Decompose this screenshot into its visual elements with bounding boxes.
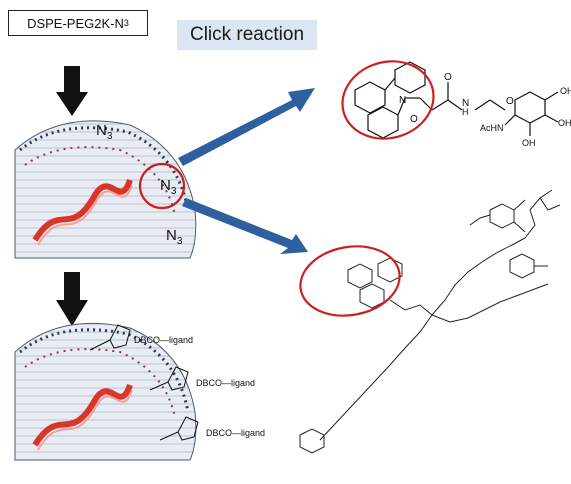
ligand-group-1: DBCO—ligand xyxy=(89,324,193,351)
structure-o-label-2: O xyxy=(410,114,418,125)
structure-oh-label-1: OH xyxy=(560,86,571,96)
down-arrow-top xyxy=(56,66,88,116)
dbco-highlight-ellipse-top xyxy=(341,60,435,140)
nanoparticle-top xyxy=(14,120,197,259)
dspe-peg-label-text: DSPE-PEG2K-N xyxy=(27,15,124,31)
structure-tri-galnac xyxy=(299,189,561,454)
click-reaction-label: Click reaction xyxy=(177,20,317,50)
ligand-label-1: DBCO—ligand xyxy=(134,335,193,345)
blue-arrow-upper xyxy=(178,88,315,166)
dbco-highlight-ellipse-bottom xyxy=(299,245,401,317)
structure-dbco-galnac xyxy=(354,61,559,139)
structure-o-label-3: O xyxy=(506,96,514,107)
structure-oh-label-2: OH xyxy=(558,118,571,128)
structure-oh-label-3: OH xyxy=(522,138,536,148)
ligand-group-3: DBCO—ligand xyxy=(159,416,265,441)
azide-label-2: N3 xyxy=(160,177,177,197)
ligand-label-3: DBCO—ligand xyxy=(206,428,265,438)
blue-arrow-lower xyxy=(182,198,308,254)
structure-achn-label: AcHN xyxy=(480,123,504,133)
azide-label-3: N3 xyxy=(166,227,183,247)
ligand-group-2: DBCO—ligand xyxy=(149,366,255,391)
azide-label-1: N3 xyxy=(96,122,113,142)
structure-n-label: N xyxy=(399,95,406,106)
structure-o-label-1: O xyxy=(444,72,452,83)
dspe-peg-label-subscript: 3 xyxy=(123,18,129,28)
ligand-label-2: DBCO—ligand xyxy=(196,378,255,388)
azide-highlight-circle xyxy=(138,162,186,210)
down-arrow-bottom xyxy=(56,272,88,326)
nanoparticle-bottom xyxy=(14,323,197,461)
